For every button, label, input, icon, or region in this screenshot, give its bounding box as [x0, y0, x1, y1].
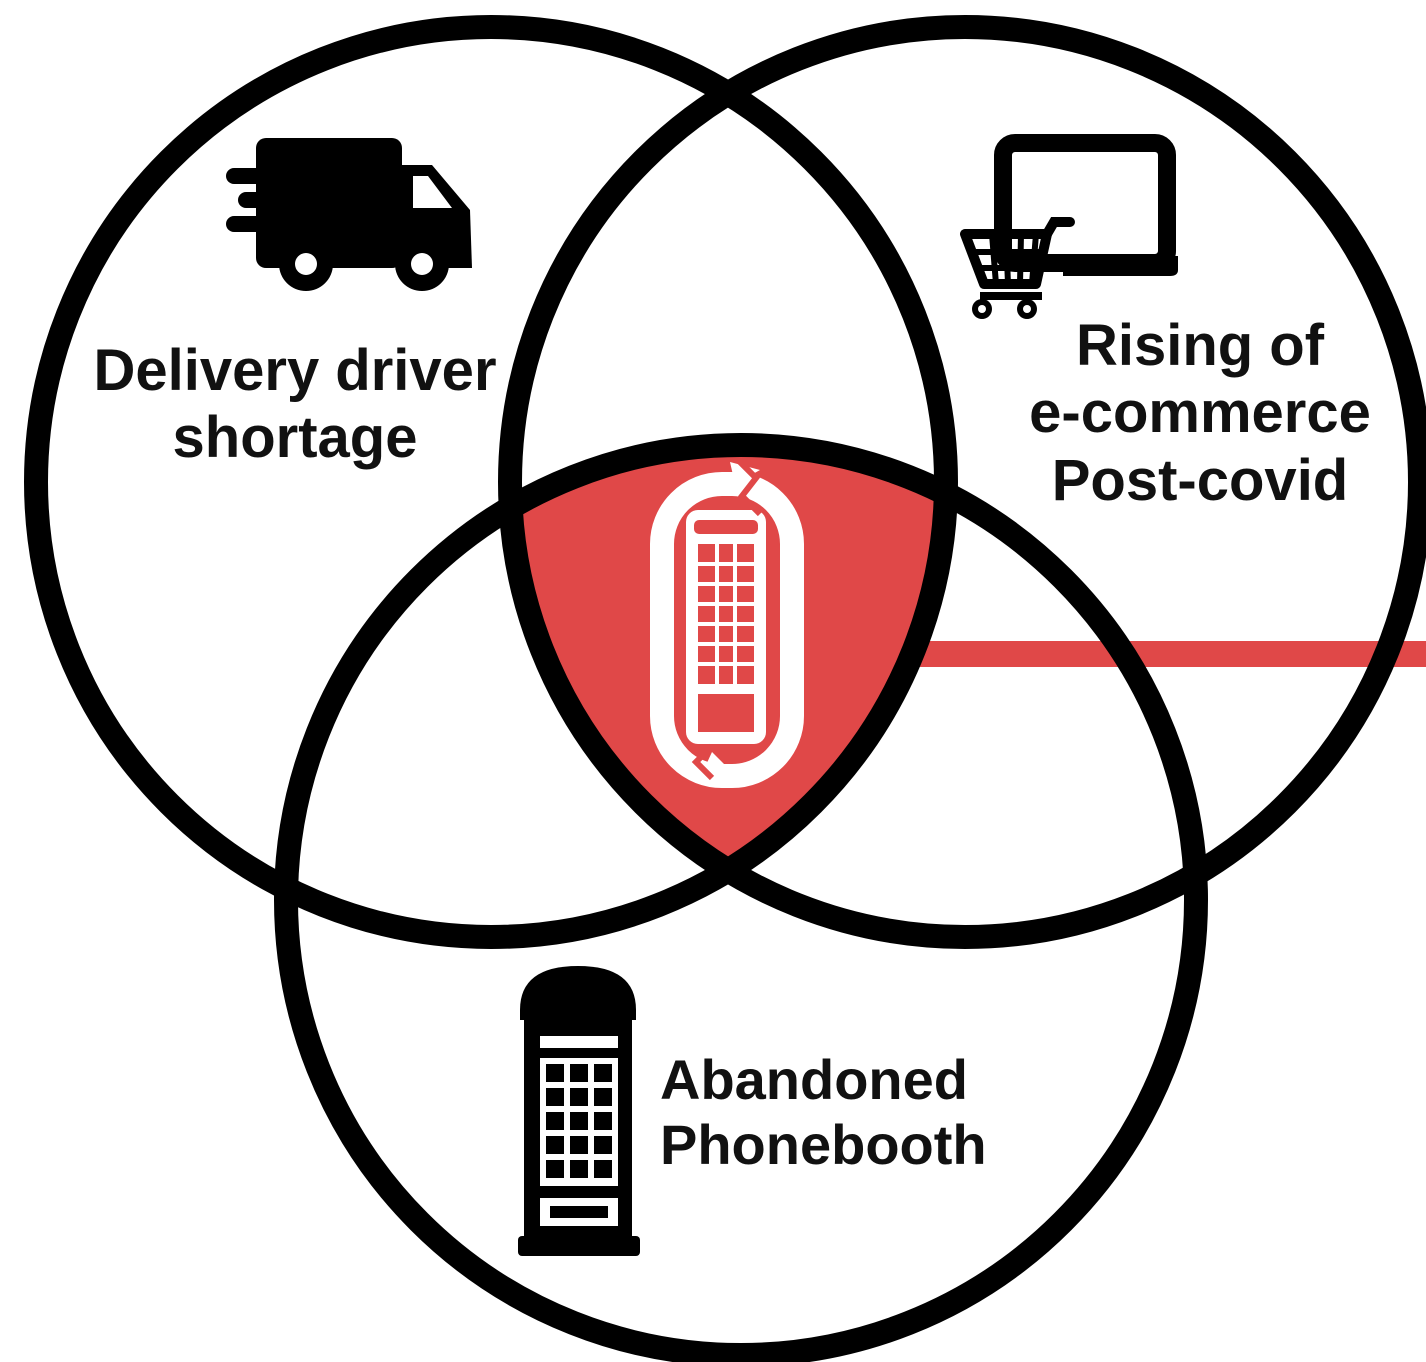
phonebooth-icon [518, 966, 640, 1256]
circle-ecommerce [498, 15, 1426, 949]
shopping-cart-laptop-icon [960, 134, 1178, 319]
label-line: Post-covid [1051, 447, 1349, 513]
label-line: e-commerce [1029, 380, 1371, 446]
label-line: shortage [172, 405, 418, 471]
label-delivery-driver-shortage: Delivery driver shortage [60, 337, 530, 472]
label-rising-ecommerce: Rising of e-commerce Post-covid [985, 312, 1415, 514]
circle-phonebooth [274, 433, 1208, 1362]
delivery-truck-icon [226, 138, 472, 291]
label-line: Abandoned [660, 1048, 968, 1111]
recycled-phonebooth-icon [650, 459, 804, 788]
label-abandoned-phonebooth: Abandoned Phonebooth [660, 1048, 987, 1178]
label-line: Rising of [1075, 313, 1325, 378]
label-line: Phonebooth [660, 1112, 987, 1176]
label-line: Delivery driver [93, 338, 497, 403]
